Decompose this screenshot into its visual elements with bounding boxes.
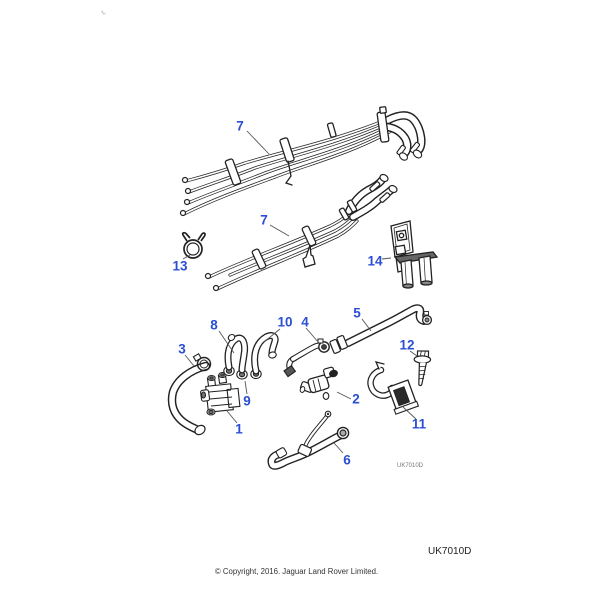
hose-assembly-7-upper [179,106,426,217]
valve-assembly [200,371,241,416]
hose-6 [267,410,350,470]
hose-3 [167,353,212,436]
stray-mark [100,9,107,16]
callout-12[interactable]: 12 [399,337,415,353]
callout-2[interactable]: 2 [352,391,360,407]
clip-bracket [367,361,420,415]
hose-8 [224,333,249,374]
spring-clamp [181,231,206,259]
diagram-code: UK7010D [428,546,472,557]
flanged-bolt [413,350,432,387]
callout-14[interactable]: 14 [367,253,383,269]
callout-10[interactable]: 10 [277,314,293,330]
leader-lines [182,130,418,454]
callout-6[interactable]: 6 [343,452,351,468]
callout-7[interactable]: 7 [236,118,244,134]
callout-5[interactable]: 5 [353,305,361,321]
hose-5 [329,304,433,354]
callout-9[interactable]: 9 [243,393,251,409]
small-valve [299,366,338,400]
hose-assembly-7-lower [204,173,398,292]
callout-1[interactable]: 1 [235,421,243,437]
copyright-text: © Copyright, 2016. Jaguar Land Rover Lim… [215,567,379,576]
callout-3[interactable]: 3 [178,341,186,357]
hose-10 [251,332,279,375]
callout-13[interactable]: 13 [172,258,188,274]
hose-4 [283,338,330,378]
callout-7[interactable]: 7 [260,212,268,228]
callout-11[interactable]: 11 [411,416,427,432]
diagram-code-small: UK7010D [397,463,424,469]
callout-4[interactable]: 4 [301,314,309,330]
mounting-bracket [390,220,439,289]
callout-8[interactable]: 8 [210,317,218,333]
